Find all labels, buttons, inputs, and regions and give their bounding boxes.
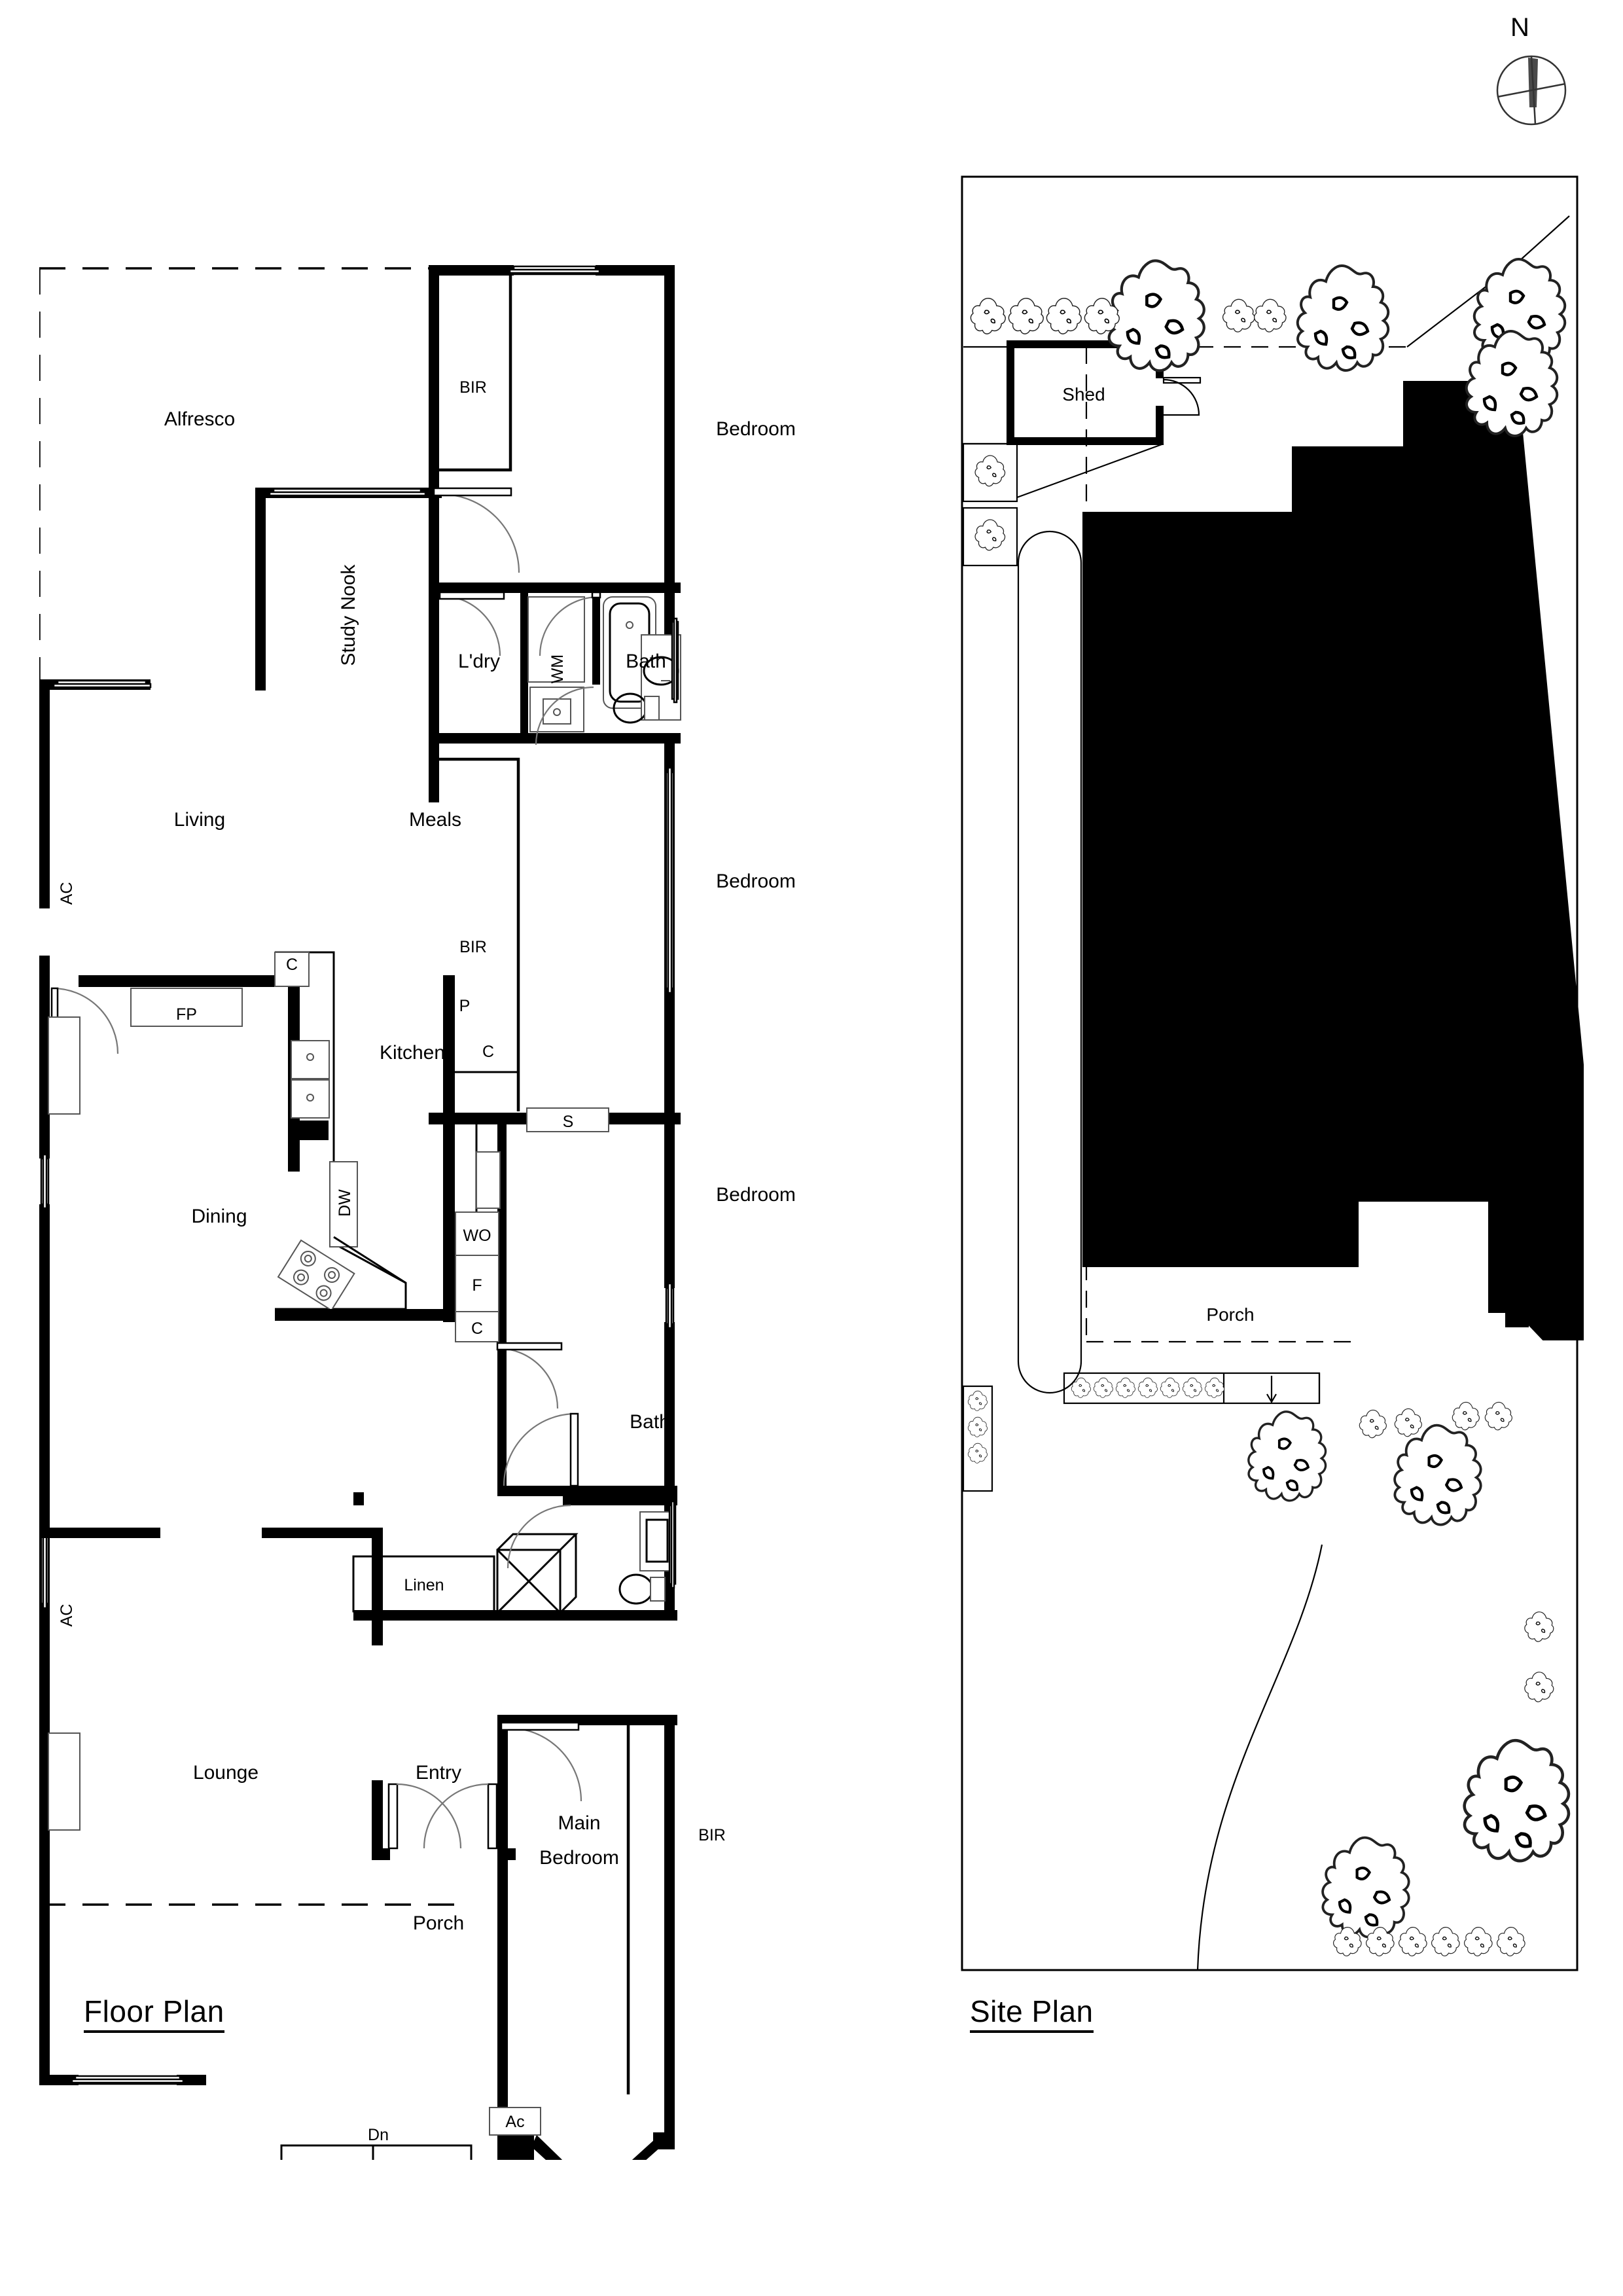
room-label-c-2: C bbox=[482, 1043, 494, 1061]
driveway bbox=[1017, 530, 1082, 1394]
room-label-bir-3: BIR bbox=[698, 1826, 726, 1844]
tree-icon bbox=[1247, 1410, 1327, 1502]
tree-icon bbox=[1465, 1740, 1569, 1861]
room-label-fp: FP bbox=[176, 1005, 197, 1024]
room-label-bir-2: BIR bbox=[459, 938, 487, 956]
room-label-dishwasher: DW bbox=[336, 1189, 354, 1217]
room-label-laundry: L'dry bbox=[458, 651, 500, 672]
floor-plan-labels: Alfresco Bedroom BIR Study Nook L'dry WM… bbox=[58, 378, 796, 2144]
tree-icon bbox=[1323, 1838, 1409, 1937]
room-label-main-bedroom-1: Main bbox=[558, 1812, 600, 1834]
room-label-shelf: S bbox=[563, 1113, 574, 1131]
room-label-down: Dn bbox=[368, 2126, 389, 2144]
room-label-meals: Meals bbox=[409, 809, 461, 831]
front-path bbox=[962, 1372, 1323, 1971]
room-label-bir-1: BIR bbox=[459, 378, 487, 397]
kitchen-bench bbox=[274, 951, 455, 1321]
site-label-shed: Shed bbox=[1062, 384, 1105, 404]
room-label-bath-2: Bath bbox=[630, 1411, 670, 1433]
residence-outline bbox=[963, 215, 1584, 1343]
alfresco-outline bbox=[39, 267, 458, 1906]
shower-icon bbox=[496, 1533, 579, 1614]
room-label-c-1: C bbox=[286, 956, 298, 974]
room-label-bedroom-3: Bedroom bbox=[716, 1184, 796, 1206]
north-arrow-compass bbox=[1496, 55, 1567, 126]
floor-plan-drawing: .w { fill:#000; } /* solid wall */ .thin… bbox=[39, 265, 796, 2160]
tree-icon bbox=[1395, 1426, 1481, 1525]
tree-icon bbox=[1298, 266, 1388, 370]
north-label: N bbox=[1510, 13, 1529, 42]
room-label-study-nook: Study Nook bbox=[338, 564, 359, 666]
room-label-dining: Dining bbox=[191, 1206, 247, 1227]
room-label-kitchen: Kitchen bbox=[380, 1042, 445, 1064]
room-label-living: Living bbox=[174, 809, 225, 831]
room-label-bedroom-1: Bedroom bbox=[716, 418, 796, 440]
room-label-linen: Linen bbox=[404, 1576, 444, 1594]
room-label-porch: Porch bbox=[413, 1912, 464, 1934]
room-label-entry: Entry bbox=[416, 1762, 461, 1784]
room-label-lounge: Lounge bbox=[193, 1762, 259, 1784]
room-label-bath-1: Bath bbox=[626, 651, 666, 672]
tree-icon bbox=[1467, 331, 1557, 436]
room-label-wm: WM bbox=[548, 655, 567, 683]
site-plan-drawing: .sb { fill:none; stroke:#000; stroke-wid… bbox=[961, 175, 1584, 1971]
site-plan-title: Site Plan bbox=[970, 1996, 1094, 2033]
room-label-ac-main: Ac bbox=[505, 2113, 524, 2131]
room-label-alfresco: Alfresco bbox=[164, 408, 235, 430]
site-label-porch: Porch bbox=[1206, 1304, 1254, 1325]
room-label-ac-lounge: AC bbox=[58, 1604, 76, 1627]
room-label-c-3: C bbox=[471, 1319, 483, 1338]
tree-icon bbox=[1109, 260, 1204, 370]
site-label-residence: Residence bbox=[1241, 1161, 1402, 1199]
room-label-wall-oven: WO bbox=[463, 1227, 491, 1245]
room-label-main-bedroom-2: Bedroom bbox=[539, 1847, 619, 1869]
room-label-bedroom-2: Bedroom bbox=[716, 870, 796, 892]
room-label-pantry: P bbox=[459, 997, 471, 1015]
toilet-icon bbox=[613, 692, 660, 724]
floor-plan-title: Floor Plan bbox=[84, 1996, 224, 2033]
room-label-fridge: F bbox=[472, 1276, 482, 1295]
site-label-alfresco: Alfresco bbox=[1262, 789, 1329, 809]
room-label-ac-living: AC bbox=[58, 882, 76, 905]
